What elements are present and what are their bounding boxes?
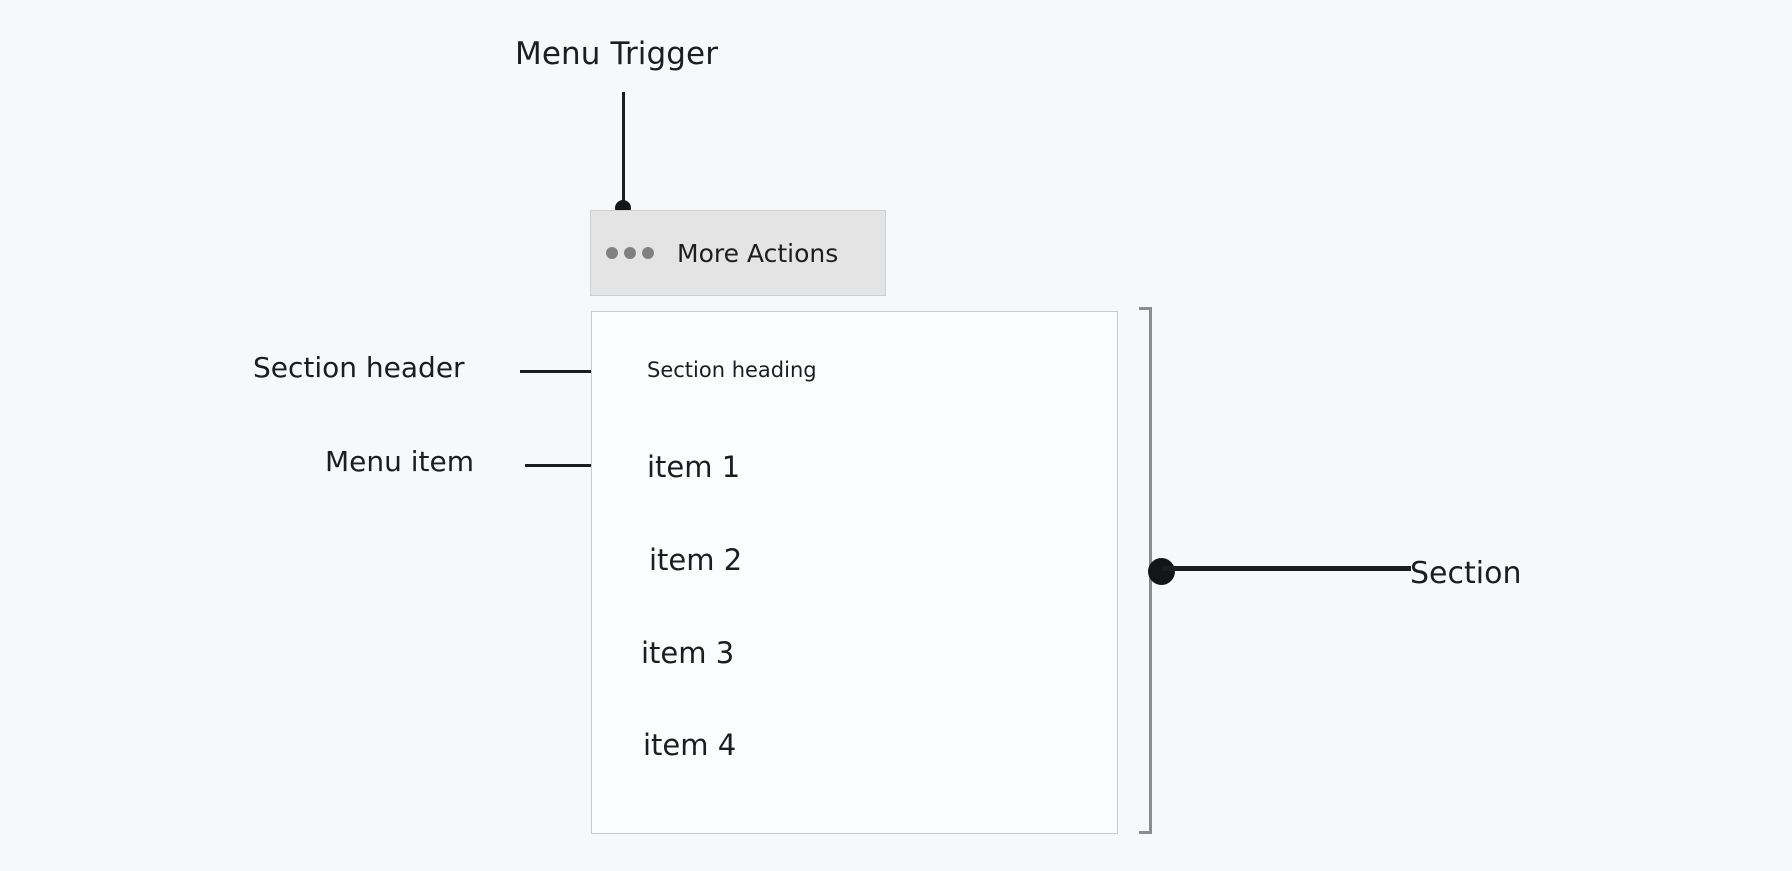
annotation-label-section-header: Section header bbox=[253, 351, 465, 384]
leader-line-section bbox=[1163, 566, 1411, 571]
annotation-label-section: Section bbox=[1410, 556, 1522, 591]
menu-panel: Section heading item 1 item 2 item 3 ite… bbox=[591, 311, 1118, 834]
menu-section-heading: Section heading bbox=[647, 358, 817, 382]
menu-item[interactable]: item 4 bbox=[643, 728, 737, 762]
menu-item[interactable]: item 1 bbox=[647, 450, 741, 484]
menu-item[interactable]: item 3 bbox=[641, 636, 735, 670]
leader-line-section-header bbox=[520, 370, 638, 373]
more-actions-button[interactable]: More Actions bbox=[590, 210, 886, 296]
leader-line-menu-item bbox=[525, 464, 638, 467]
more-horizontal-icon bbox=[606, 247, 654, 259]
more-actions-button-label: More Actions bbox=[677, 238, 839, 268]
leader-line-menu-trigger bbox=[622, 92, 625, 208]
leader-dot-section bbox=[1148, 558, 1175, 585]
annotation-label-menu-item: Menu item bbox=[325, 445, 475, 478]
menu-item[interactable]: item 2 bbox=[649, 543, 743, 577]
annotation-label-menu-trigger: Menu Trigger bbox=[515, 36, 719, 72]
